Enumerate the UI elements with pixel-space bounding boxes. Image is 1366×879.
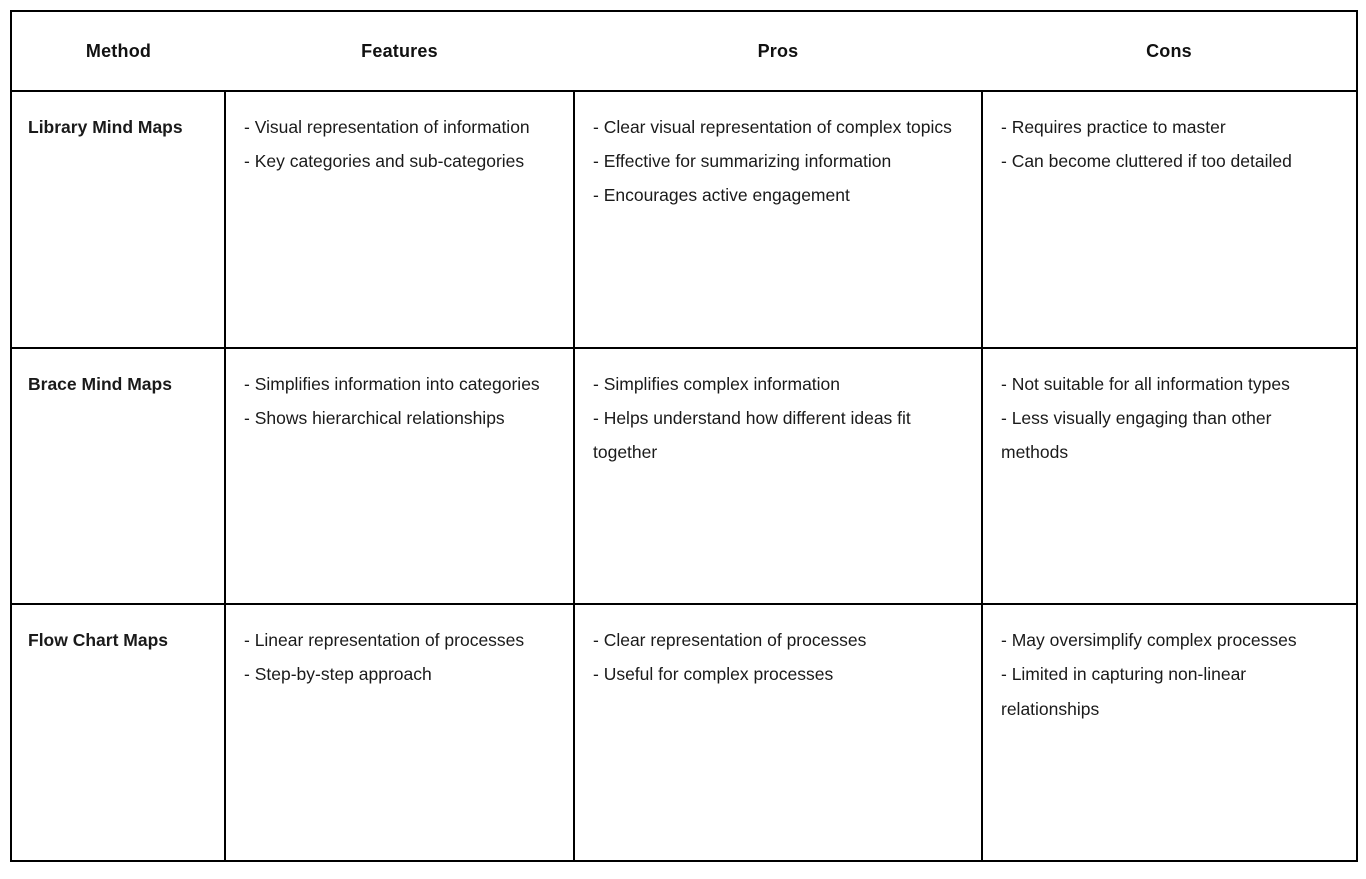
method-name: Library Mind Maps (28, 117, 183, 137)
cons-list: - May oversimplify complex processes - L… (1001, 630, 1297, 719)
cons-list: - Requires practice to master - Can beco… (1001, 117, 1292, 172)
cell-pros: - Clear visual representation of complex… (573, 91, 982, 349)
cell-pros: - Clear representation of processes - Us… (573, 604, 982, 861)
features-list: - Linear representation of processes - S… (244, 630, 525, 685)
table-row: Brace Mind Maps - Simplifies information… (11, 347, 1357, 606)
method-name: Flow Chart Maps (28, 630, 169, 651)
table-row: Library Mind Maps - Visual representatio… (11, 91, 1357, 349)
cell-features: - Simplifies information into categories… (224, 347, 574, 606)
column-header-features: Features (225, 11, 574, 92)
pros-list: - Simplifies complex information - Helps… (593, 373, 911, 462)
cell-features: - Linear representation of processes - S… (224, 604, 574, 861)
column-header-method: Method (11, 11, 225, 92)
column-header-cons: Cons (982, 11, 1357, 92)
cell-method: Library Mind Maps (11, 91, 225, 349)
table-row: Flow Chart Maps - Linear representation … (11, 604, 1357, 861)
cell-pros: - Simplifies complex information - Helps… (573, 347, 982, 606)
features-list: - Visual representation of information -… (244, 117, 530, 172)
table-header: Method Features Pros Cons (11, 11, 1357, 92)
pros-list: - Clear visual representation of complex… (593, 117, 952, 206)
pros-list: - Clear representation of processes - Us… (593, 630, 867, 685)
cell-method: Flow Chart Maps (11, 604, 225, 861)
column-header-pros: Pros (574, 11, 982, 92)
cell-cons: - Requires practice to master - Can beco… (981, 91, 1357, 349)
features-list: - Simplifies information into categories… (244, 373, 540, 428)
cell-features: - Visual representation of information -… (224, 91, 574, 349)
mind-map-comparison-table: Method Features Pros Cons Library Mind M… (10, 10, 1358, 862)
cell-cons: - Not suitable for all information types… (981, 347, 1357, 606)
cons-list: - Not suitable for all information types… (1001, 373, 1290, 462)
method-name: Brace Mind Maps (28, 373, 172, 394)
header-row: Method Features Pros Cons (11, 11, 1357, 92)
cell-method: Brace Mind Maps (11, 347, 225, 606)
table-body: Library Mind Maps - Visual representatio… (11, 91, 1357, 861)
cell-cons: - May oversimplify complex processes - L… (981, 604, 1357, 861)
